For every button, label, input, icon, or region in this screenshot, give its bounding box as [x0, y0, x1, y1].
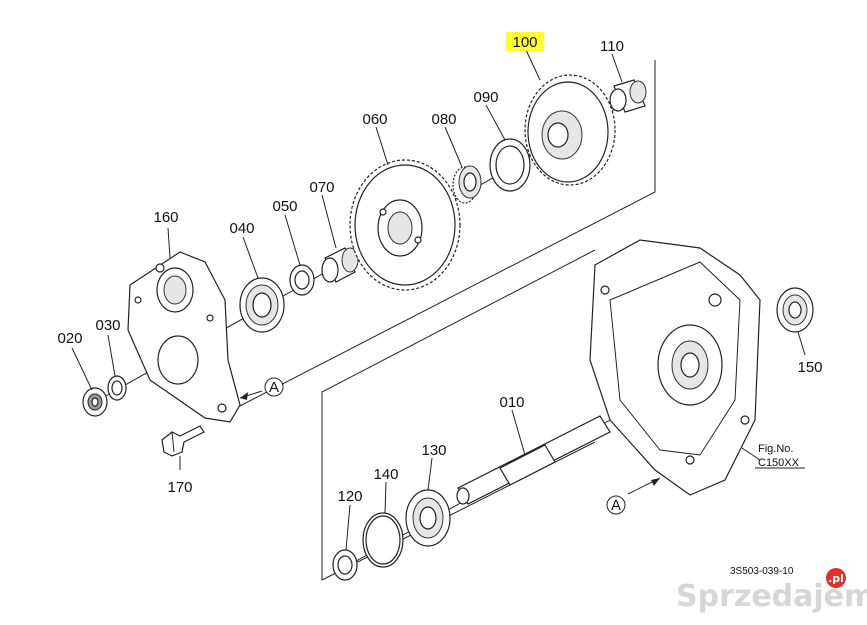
seal-part-020 [82, 387, 108, 417]
gear-part-060 [349, 159, 461, 291]
leader-110 [611, 53, 623, 83]
label-040: 040 [229, 220, 254, 237]
leader-150 [797, 331, 806, 356]
ref-marker-a-lower: A [606, 477, 661, 515]
upper-frame-line [231, 178, 656, 411]
washer-part-050 [289, 264, 315, 296]
leader-100 [525, 49, 541, 81]
gear-part-100 [524, 74, 616, 186]
leader-060 [375, 126, 389, 166]
leader-050 [284, 214, 301, 266]
leader-080 [444, 126, 463, 168]
label-170: 170 [167, 479, 192, 496]
label-110: 110 [600, 38, 624, 55]
needle-bearing-part-080 [452, 165, 482, 204]
svg-text:A: A [269, 379, 279, 396]
watermark-badge-icon [826, 568, 846, 588]
washer-part-030 [107, 375, 127, 401]
snap-ring-part-140 [362, 512, 404, 568]
ref-marker-a-upper: A [239, 377, 284, 400]
watermark: Sprzedajemy .pl [676, 568, 867, 614]
bracket-part-160 [127, 251, 241, 423]
label-030: 030 [95, 317, 120, 334]
shaft-part-010 [456, 415, 611, 505]
label-020: 020 [57, 330, 82, 347]
label-160: 160 [153, 209, 178, 226]
label-130: 130 [421, 442, 446, 459]
svg-text:A: A [611, 497, 621, 514]
label-140: 140 [373, 466, 398, 483]
leader-130 [427, 457, 433, 491]
ring-part-090 [489, 138, 531, 192]
drawing-code: 3S503-039-10 [730, 566, 794, 577]
collar-part-070 [321, 247, 359, 283]
leader-010 [511, 409, 526, 456]
label-070: 070 [309, 179, 334, 196]
transmission-housing [589, 239, 761, 496]
leader-090 [485, 104, 506, 141]
bolt-part-170 [161, 425, 205, 457]
label-080: 080 [431, 111, 456, 128]
leader-160 [167, 227, 171, 259]
bearing-part-130 [405, 489, 451, 547]
fig-no-value: C150XX [758, 457, 800, 469]
lower-frame-top [321, 249, 596, 580]
label-050: 050 [272, 198, 297, 215]
bearing-part-040 [239, 277, 285, 333]
label-100: 100 [512, 34, 537, 51]
leader-030 [107, 334, 116, 377]
seal-part-150 [776, 287, 814, 333]
leader-070 [321, 194, 337, 249]
watermark-badge: .pl [828, 572, 844, 585]
label-060: 060 [362, 111, 387, 128]
leader-040 [242, 236, 259, 279]
part-100-highlight [506, 32, 544, 51]
shim-part-120 [332, 549, 358, 581]
leader-020 [71, 347, 93, 391]
label-090: 090 [473, 89, 498, 106]
bushing-part-110 [609, 79, 647, 113]
fig-no-label: Fig.No. [758, 443, 793, 455]
leader-120 [345, 504, 351, 551]
label-120: 120 [337, 488, 362, 505]
leader-fig [741, 447, 761, 461]
label-010: 010 [499, 394, 524, 411]
label-150: 150 [797, 359, 822, 376]
leader-140 [384, 481, 387, 514]
